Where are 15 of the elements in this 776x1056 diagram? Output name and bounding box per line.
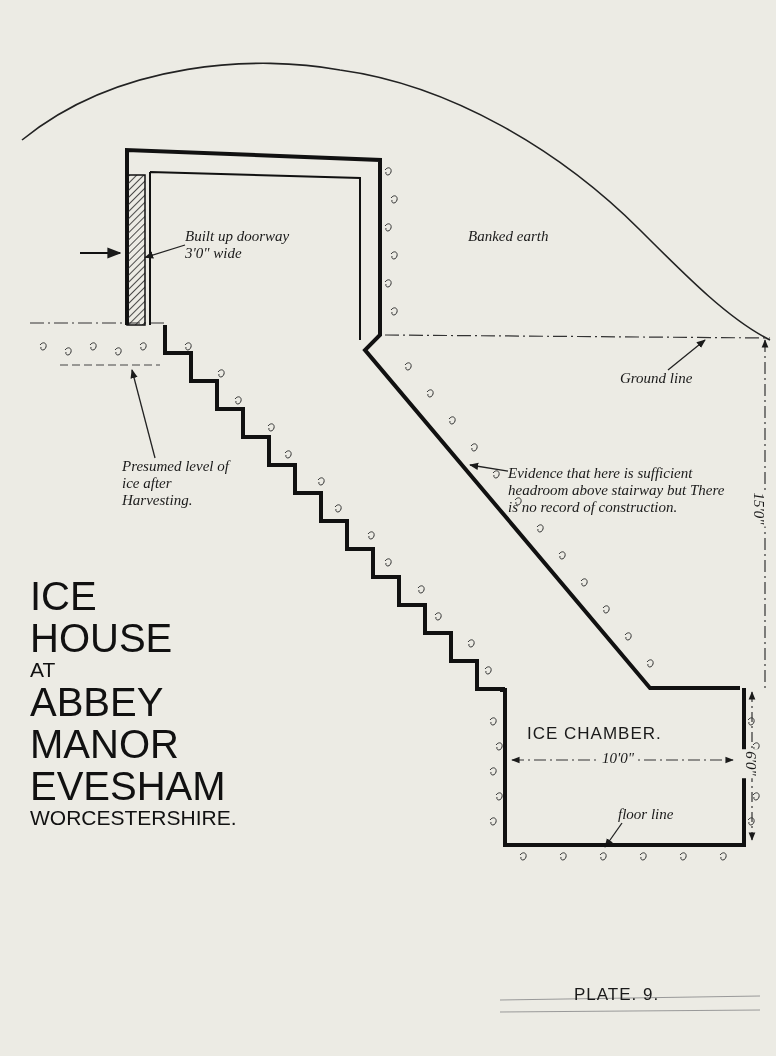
annotation-text: Ground line [620, 370, 740, 387]
dimension-label: 6'0" [741, 749, 759, 778]
annotation-text: Presumed level of ice after Harvesting. [122, 458, 232, 509]
room-label: ICE CHAMBER. [527, 724, 662, 744]
title-lettering: ICE HOUSE AT ABBEY MANOR EVESHAM WORCESTERSHIRE. [30, 575, 238, 830]
leader-line [130, 369, 156, 459]
leader-line [469, 462, 509, 472]
plate-number: PLATE. 9. [573, 985, 661, 1005]
hatched-doorway-wall [126, 174, 146, 326]
annotation-text: Built up doorway 3'0" wide [185, 228, 315, 262]
annotation-text: floor line [618, 806, 698, 823]
annotation-text: Evidence that here is sufficient headroom above stairway but There is no record of construction. [508, 465, 733, 516]
leader-line [667, 339, 706, 371]
leader-line [144, 244, 186, 259]
area-label: Banked earth [468, 228, 550, 245]
